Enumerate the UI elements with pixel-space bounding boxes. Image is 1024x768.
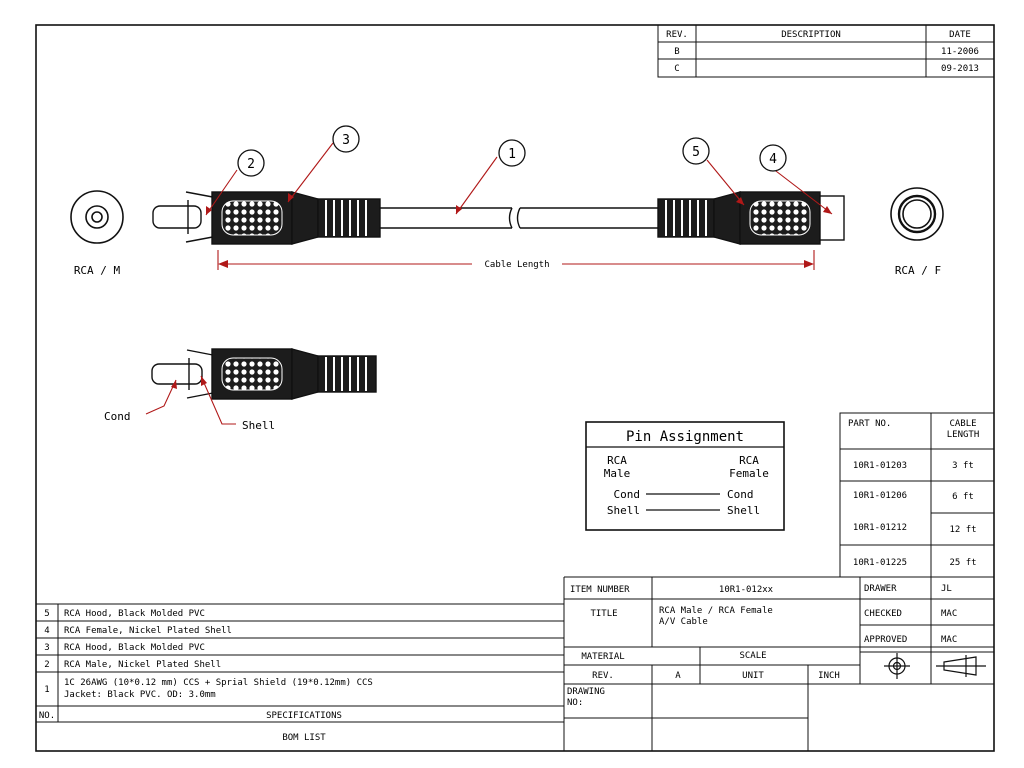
callout-5: 5 bbox=[692, 145, 700, 160]
unit-value: INCH bbox=[818, 671, 840, 681]
pin-assignment-box bbox=[585, 421, 785, 531]
drawer-value: JL bbox=[941, 584, 952, 594]
bom-spec-cell-line2: Jacket: Black PVC. OD: 3.0mm bbox=[64, 690, 216, 700]
bom-no-cell: 2 bbox=[44, 660, 49, 670]
bom-no-cell: 3 bbox=[44, 643, 49, 653]
pin-left-header-line2: Male bbox=[604, 467, 631, 480]
cable-length-cell: 12 ft bbox=[949, 525, 976, 535]
bom-no-header: NO. bbox=[39, 711, 55, 721]
rca-male-detail bbox=[151, 348, 377, 400]
cable-length-cell: 3 ft bbox=[952, 461, 974, 471]
rev-cell: C bbox=[674, 64, 679, 74]
part-no-cell: 10R1-01206 bbox=[853, 491, 907, 501]
date-header: DATE bbox=[949, 30, 971, 40]
callout-3: 3 bbox=[342, 133, 350, 148]
bom-spec-cell: RCA Male, Nickel Plated Shell bbox=[64, 660, 221, 670]
bom-footer: BOM LIST bbox=[282, 733, 326, 743]
bom-spec-cell: RCA Hood, Black Molded PVC bbox=[64, 609, 205, 619]
checked-value: MAC bbox=[941, 609, 957, 619]
rev-value: A bbox=[675, 671, 681, 681]
cable-length-label: Cable Length bbox=[484, 260, 549, 270]
item-number-value: 10R1-012xx bbox=[719, 585, 774, 595]
detail-leaders bbox=[145, 375, 236, 425]
material-label: MATERIAL bbox=[581, 652, 624, 662]
pin-right-header-line1: RCA bbox=[739, 454, 759, 467]
bom-spec-cell: RCA Hood, Black Molded PVC bbox=[64, 643, 205, 653]
bom-spec-cell: RCA Female, Nickel Plated Shell bbox=[64, 626, 232, 636]
cable-jacket bbox=[380, 207, 658, 229]
callout-1: 1 bbox=[508, 147, 516, 162]
part-no-header: PART NO. bbox=[848, 419, 891, 429]
shell-label: Shell bbox=[242, 419, 275, 432]
pin-left-cond: Cond bbox=[614, 488, 641, 501]
pin-left-shell: Shell bbox=[607, 504, 640, 517]
rev-date-cell: 11-2006 bbox=[941, 47, 979, 57]
pin-right-shell: Shell bbox=[727, 504, 760, 517]
rca-female-plug bbox=[657, 191, 845, 245]
callout-2: 2 bbox=[247, 157, 255, 172]
approved-label: APPROVED bbox=[864, 635, 907, 645]
bom-no-cell: 1 bbox=[44, 685, 49, 695]
rev-cell: B bbox=[674, 47, 679, 57]
rca-male-face-view bbox=[70, 190, 124, 244]
part-number-table bbox=[839, 412, 995, 578]
title-value-line2: A/V Cable bbox=[659, 617, 708, 627]
title-label: TITLE bbox=[590, 609, 617, 619]
pin-right-cond: Cond bbox=[727, 488, 754, 501]
cable-length-header-line1: CABLE bbox=[949, 419, 976, 429]
cable-length-cell: 6 ft bbox=[952, 492, 974, 502]
drawing-no-label-line1: DRAWING bbox=[567, 687, 605, 697]
bom-no-cell: 4 bbox=[44, 626, 49, 636]
projection-circle-icon bbox=[884, 653, 910, 679]
bom-spec-cell: 1C 26AWG (10*0.12 mm) CCS + Sprial Shiel… bbox=[64, 678, 373, 688]
bom-table bbox=[36, 603, 564, 723]
description-header: DESCRIPTION bbox=[781, 30, 841, 40]
pin-left-header-line1: RCA bbox=[607, 454, 627, 467]
title-value-line1: RCA Male / RCA Female bbox=[659, 606, 773, 616]
projection-cone-icon bbox=[936, 655, 986, 677]
item-number-label: ITEM NUMBER bbox=[570, 585, 630, 595]
part-no-cell: 10R1-01212 bbox=[853, 523, 907, 533]
part-no-cell: 10R1-01203 bbox=[853, 461, 907, 471]
pin-right-header-line2: Female bbox=[729, 467, 769, 480]
bom-no-cell: 5 bbox=[44, 609, 49, 619]
rca-male-label: RCA / M bbox=[74, 264, 121, 277]
cond-label: Cond bbox=[104, 410, 131, 423]
rev-header: REV. bbox=[666, 30, 688, 40]
revision-table bbox=[657, 24, 995, 78]
part-no-cell: 10R1-01225 bbox=[853, 558, 907, 568]
drawer-label: DRAWER bbox=[864, 584, 897, 594]
rev-label: REV. bbox=[592, 671, 614, 681]
rca-female-face-view bbox=[890, 187, 944, 241]
cable-length-header-line2: LENGTH bbox=[947, 430, 980, 440]
scale-label: SCALE bbox=[739, 651, 766, 661]
cable-length-cell: 25 ft bbox=[949, 558, 976, 568]
checked-label: CHECKED bbox=[864, 609, 902, 619]
cable-length-dimension bbox=[217, 250, 815, 270]
drawing-no-label-line2: NO: bbox=[567, 698, 583, 708]
callout-4: 4 bbox=[769, 152, 777, 167]
callout-balloons bbox=[237, 125, 787, 177]
approved-value: MAC bbox=[941, 635, 957, 645]
sheet-border bbox=[35, 24, 995, 752]
rca-male-plug bbox=[152, 191, 381, 245]
pin-assignment-title: Pin Assignment bbox=[626, 429, 744, 445]
title-block bbox=[563, 576, 994, 751]
unit-label: UNIT bbox=[742, 671, 764, 681]
rca-female-label: RCA / F bbox=[895, 264, 941, 277]
rev-date-cell: 09-2013 bbox=[941, 64, 979, 74]
bom-spec-header: SPECIFICATIONS bbox=[266, 711, 342, 721]
callout-leaders bbox=[205, 142, 833, 216]
